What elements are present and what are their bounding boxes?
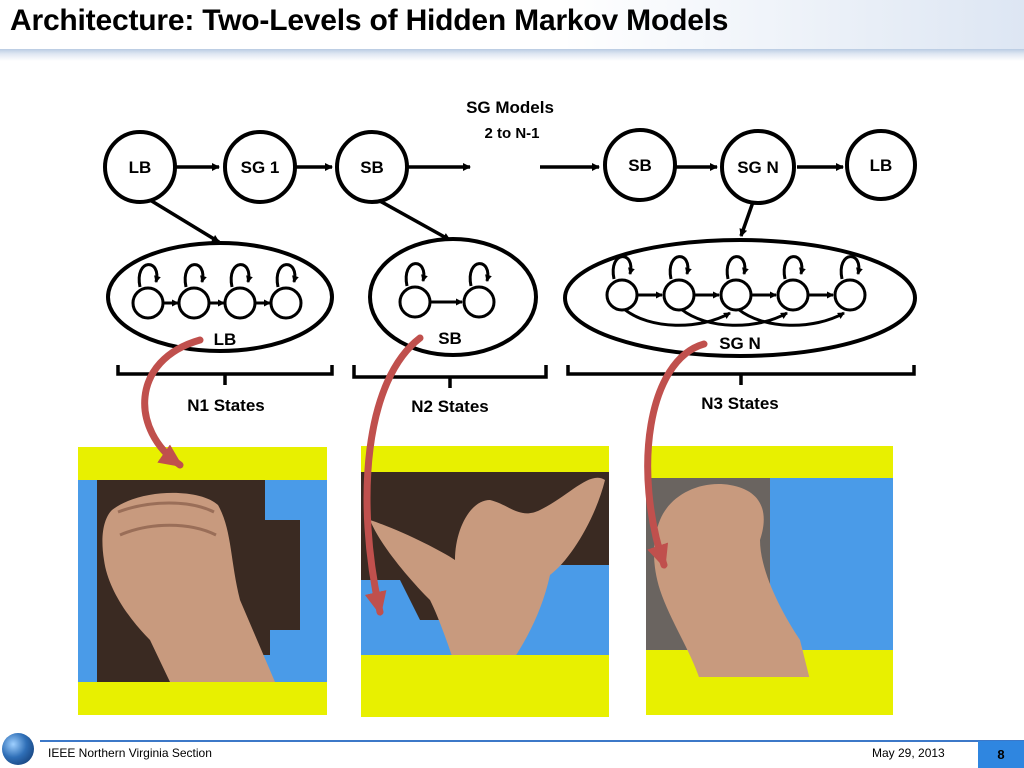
self-loop (229, 263, 253, 288)
state-node (833, 278, 867, 312)
arrow-sgn-to-n3 (739, 201, 755, 237)
self-loop (404, 262, 428, 287)
node-sgn (720, 129, 796, 205)
node-label: SB (360, 158, 384, 177)
states-label-n3: N3 States (701, 394, 778, 413)
hmm-architecture-diagram: SG Models 2 to N-1 LB SG 1 SB SB SG N LB (78, 98, 917, 717)
state-node (605, 278, 639, 312)
hand-image-sb (361, 446, 609, 717)
skip-transition (737, 307, 845, 327)
state-group-sb (368, 237, 538, 357)
group-label: SG N (719, 334, 761, 353)
node-lb-end (845, 129, 917, 201)
state-node (462, 285, 496, 319)
slide-title: Architecture: Two-Levels of Hidden Marko… (10, 4, 729, 37)
arrow-sb-to-n2 (377, 198, 451, 242)
node-label: SG N (737, 158, 779, 177)
node-label: LB (129, 158, 152, 177)
self-loop (782, 255, 806, 280)
state-node (269, 286, 303, 320)
sg-models-label: SG Models (466, 98, 554, 117)
title-underline (0, 49, 1024, 61)
ieee-globe-logo-icon (2, 733, 34, 765)
hand-image-sgn (646, 446, 893, 715)
state-node (719, 278, 753, 312)
state-node (131, 286, 165, 320)
node-label: SG 1 (241, 158, 280, 177)
state-node (177, 286, 211, 320)
red-arrow-lb (141, 336, 204, 469)
skip-transition (623, 307, 731, 327)
sg-models-range: 2 to N-1 (484, 125, 539, 142)
state-node (223, 286, 257, 320)
skip-transition (680, 307, 788, 327)
brace-n1 (116, 365, 334, 385)
node-sg1 (223, 130, 297, 204)
node-sb (335, 130, 409, 204)
group-label: LB (214, 330, 237, 349)
state-node (776, 278, 810, 312)
self-loop (839, 255, 863, 280)
footer-date: May 29, 2013 (872, 746, 945, 760)
page-number: 8 (978, 741, 1024, 768)
node-label: LB (870, 156, 893, 175)
self-loop (183, 263, 207, 288)
title-bar: Architecture: Two-Levels of Hidden Marko… (0, 0, 1024, 50)
self-loop (275, 263, 299, 288)
self-loop (725, 255, 749, 280)
group-label: SB (438, 329, 462, 348)
node-label: SB (628, 156, 652, 175)
state-node (398, 285, 432, 319)
node-sb-2 (603, 128, 677, 202)
footer-organization: IEEE Northern Virginia Section (48, 746, 212, 760)
hand-image-lb (78, 447, 327, 715)
footer-divider (40, 740, 1024, 742)
self-loop (668, 255, 692, 280)
brace-n2 (352, 365, 548, 388)
states-label-n1: N1 States (187, 396, 264, 415)
brace-n3 (566, 365, 916, 385)
state-group-lb (106, 241, 334, 353)
red-arrow-sgn (644, 340, 708, 569)
red-arrow-sb (363, 334, 424, 616)
self-loop (611, 255, 635, 280)
states-label-n2: N2 States (411, 397, 488, 416)
node-lb-start (103, 130, 177, 204)
state-node (662, 278, 696, 312)
self-loop (468, 262, 492, 287)
arrow-lb-to-n1 (149, 198, 220, 244)
self-loop (137, 263, 161, 288)
